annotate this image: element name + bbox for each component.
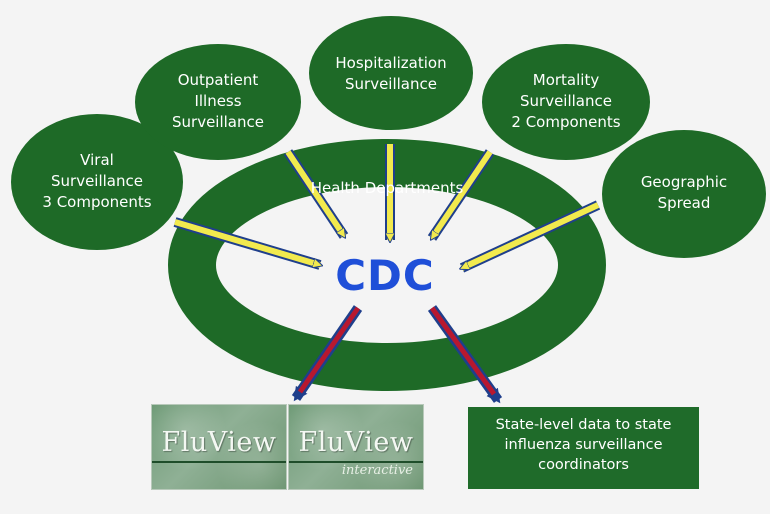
fluview-interactive-logo[interactable]: FluView interactive [288,404,424,490]
viral-line-3: 3 Components [42,193,152,211]
hospitalization-line-1: Hospitalization [335,54,447,72]
mortality-line-2: Surveillance [520,92,612,110]
hospitalization-line-2: Surveillance [345,75,437,93]
state-data-line-1: State-level data to state [495,417,672,433]
health-departments-label: Health Departments [310,179,464,197]
geographic-spread-bubble [602,130,766,258]
fluview-logo-rule [152,461,286,463]
state-data-line-3: coordinators [538,457,629,473]
mortality-surveillance-label: Mortality Surveillance 2 Components [488,70,644,133]
geographic-line-1: Geographic [640,173,728,191]
outpatient-surveillance-bubble [135,44,301,160]
fluview-logo-text: FluView [161,427,277,458]
outpatient-line-1: Outpatient [177,71,259,89]
outpatient-line-3: Surveillance [172,113,264,131]
fluview-interactive-logo-text: FluView [298,427,414,458]
mortality-line-3: 2 Components [511,113,621,131]
hospitalization-surveillance-label: Hospitalization Surveillance [311,53,471,95]
viral-surveillance-bubble [11,114,183,250]
mortality-line-1: Mortality [532,71,600,89]
fluview-interactive-subtitle: interactive [341,463,413,478]
viral-line-1: Viral [80,151,114,169]
hospitalization-surveillance-bubble [309,16,473,130]
fluview-interactive-logo-rule [289,461,423,463]
red-arrows [291,305,503,404]
mortality-surveillance-bubble [482,44,650,160]
viral-surveillance-label: Viral Surveillance 3 Components [22,150,172,213]
outpatient-surveillance-label: Outpatient Illness Surveillance [143,70,293,133]
geographic-spread-label: Geographic Spread [610,172,758,214]
state-data-line-2: influenza surveillance [504,437,663,453]
fluview-logo[interactable]: FluView [151,404,287,490]
state-level-data-box: State-level data to state influenza surv… [468,407,699,489]
outpatient-line-2: Illness [194,92,242,110]
geographic-line-2: Spread [657,194,711,212]
cdc-label: CDC [335,251,435,300]
yellow-arrows [173,144,601,273]
viral-line-2: Surveillance [51,172,143,190]
